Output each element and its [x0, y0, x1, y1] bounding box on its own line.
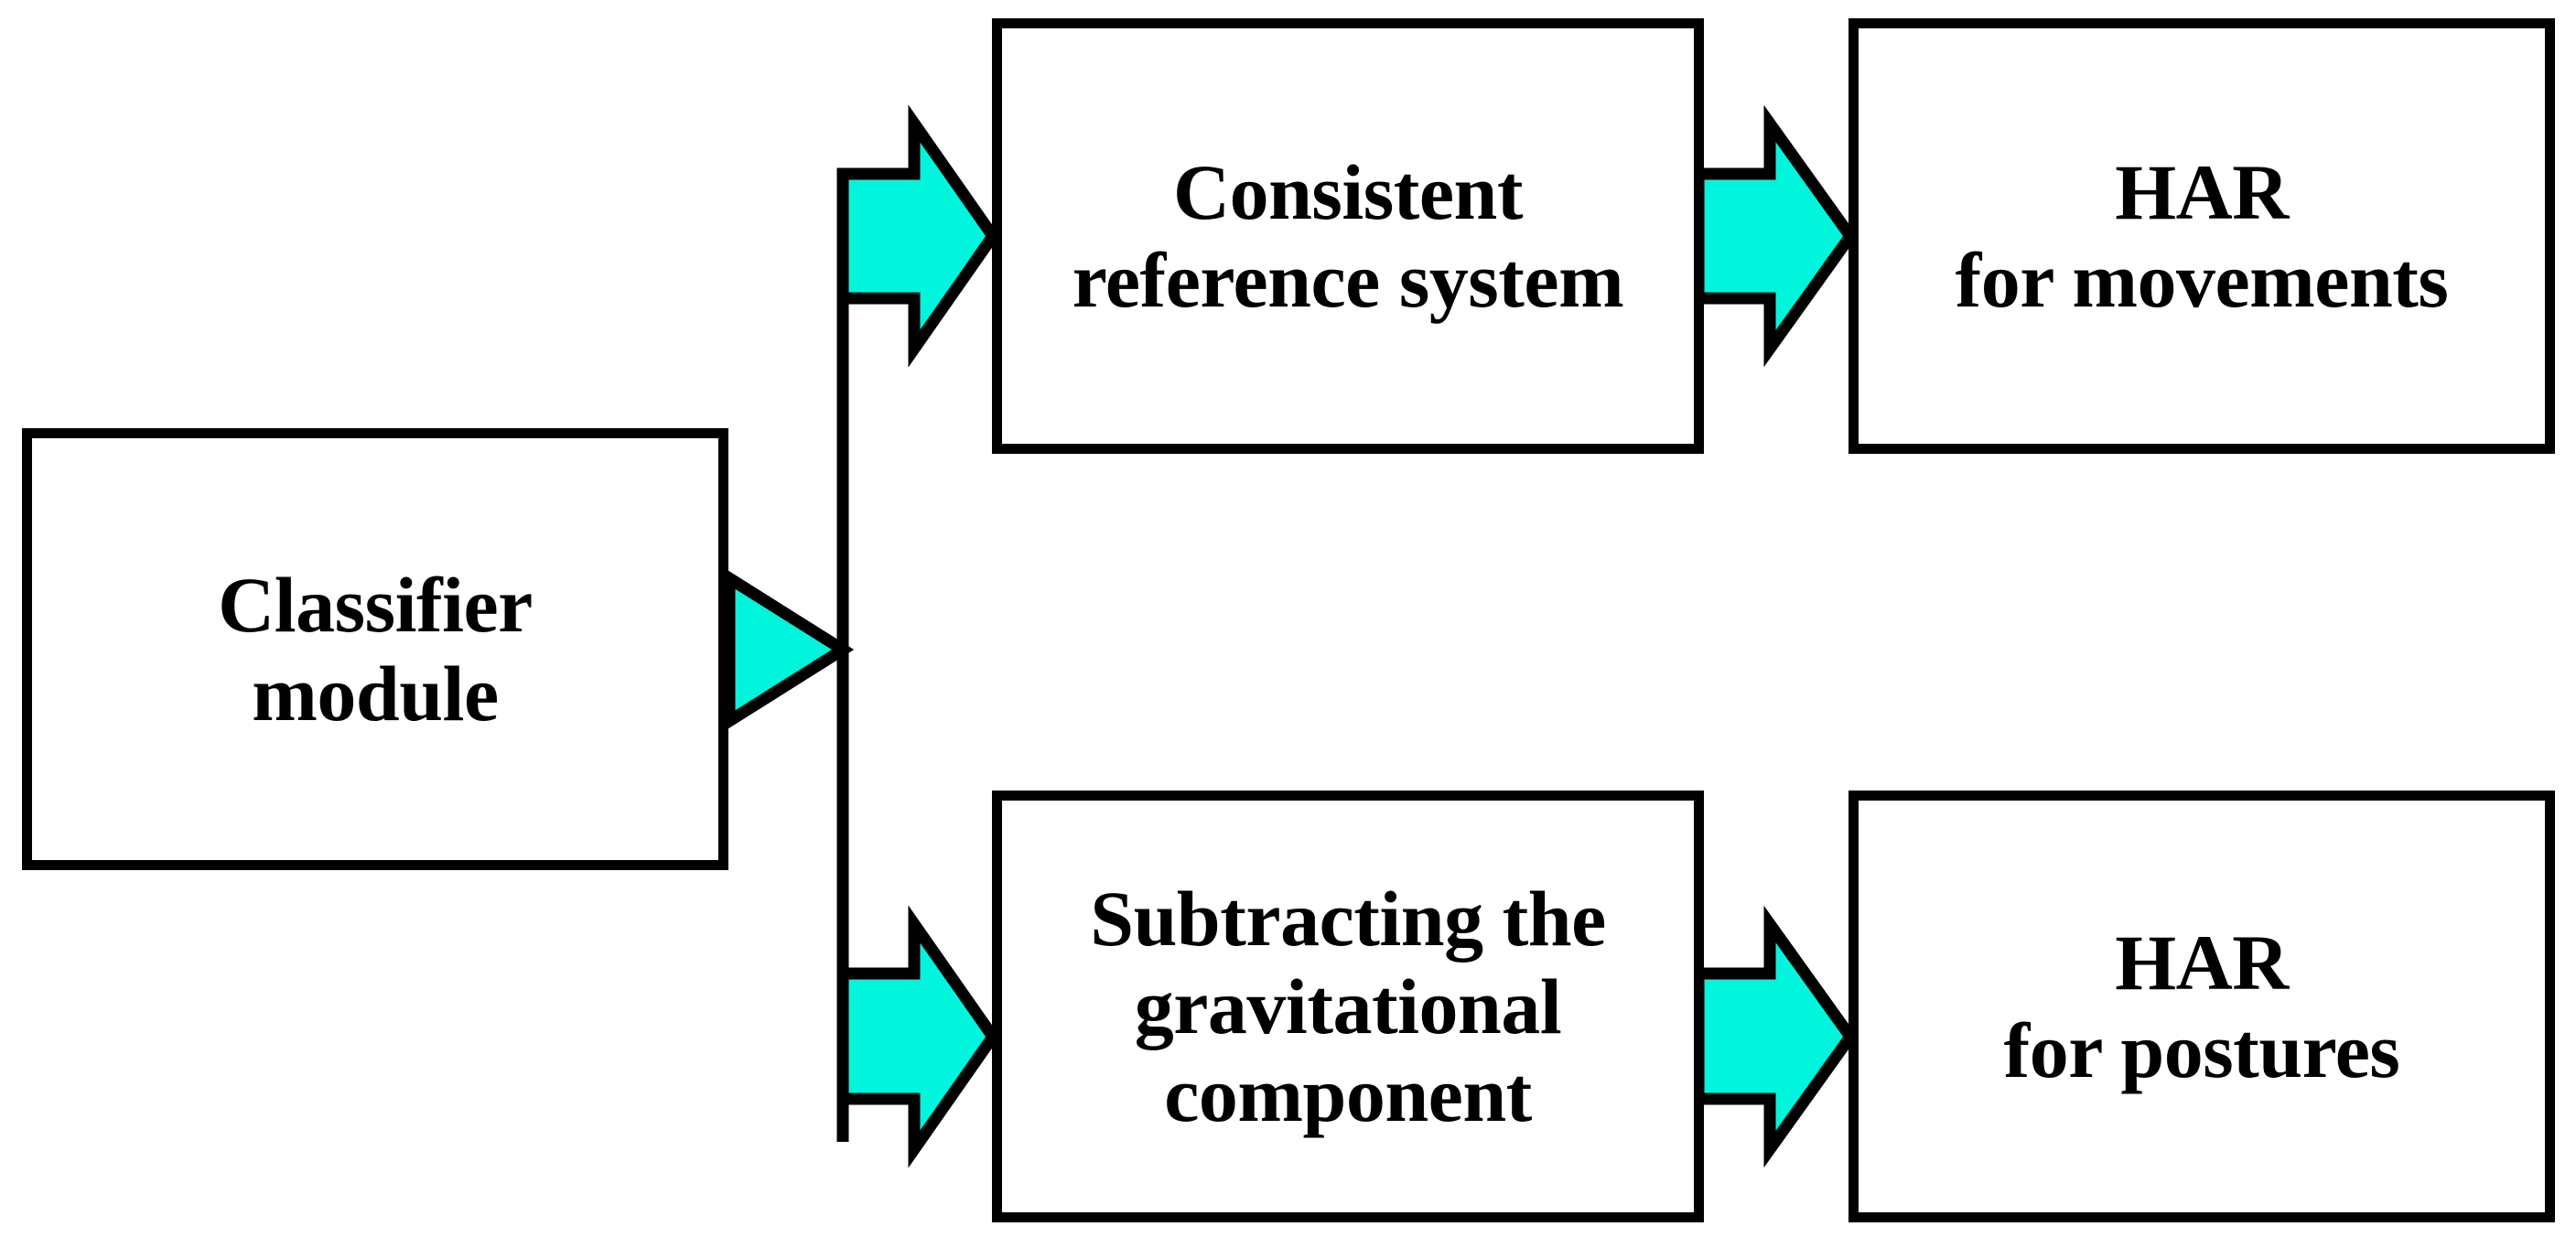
node-har-for-movements[interactable]: HAR for movements	[1848, 18, 2555, 454]
node-har-for-movements-label: HAR for movements	[1955, 147, 2449, 324]
node-har-for-postures[interactable]: HAR for postures	[1848, 791, 2555, 1222]
node-subtracting-gravitational-component-label: Subtracting the gravitational component	[1090, 874, 1606, 1139]
split-to-consistent-reference-system-arrow	[836, 104, 1000, 368]
node-classifier-module[interactable]: Classifier module	[22, 428, 728, 870]
split-to-subtracting-gravitational-component-arrow	[836, 905, 1000, 1168]
node-subtracting-gravitational-component[interactable]: Subtracting the gravitational component	[992, 791, 1704, 1222]
node-classifier-module-label: Classifier module	[218, 561, 533, 737]
node-consistent-reference-system[interactable]: Consistent reference system	[992, 18, 1704, 454]
consistent-reference-system-to-har-movements-arrow	[1692, 104, 1858, 368]
classifier-to-split-triangle-arrow	[723, 567, 855, 732]
subtracting-gravitational-component-to-har-postures-arrow	[1692, 905, 1858, 1168]
node-har-for-postures-label: HAR for postures	[2003, 918, 2400, 1094]
node-consistent-reference-system-label: Consistent reference system	[1072, 147, 1624, 324]
